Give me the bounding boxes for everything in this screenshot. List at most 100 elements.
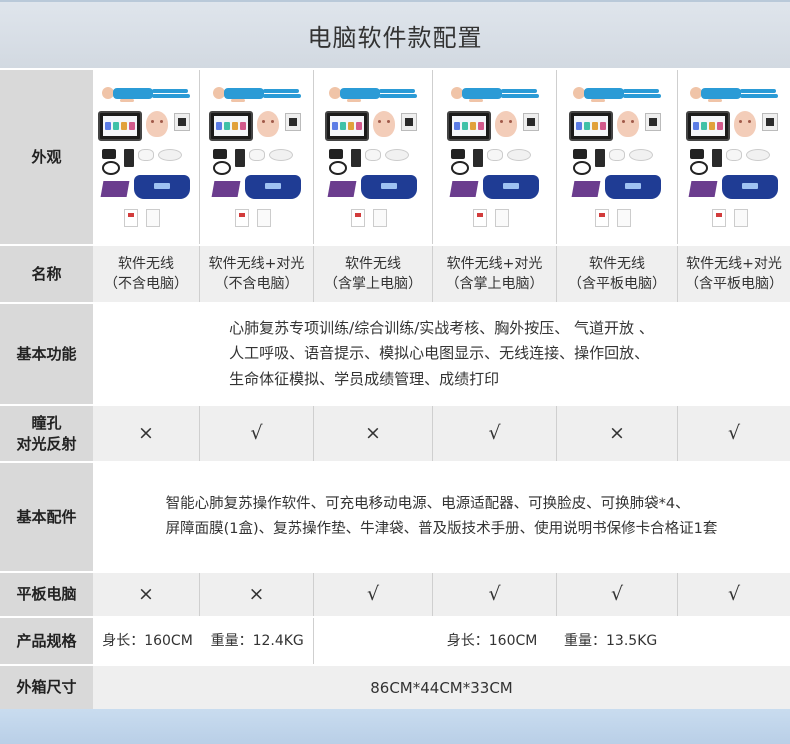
box-size-value: 86CM*44CM*33CM bbox=[370, 678, 513, 697]
lung-bag-icon bbox=[506, 149, 531, 161]
face-skin-icon bbox=[146, 111, 168, 137]
row-box-size: 外箱尺寸 86CM*44CM*33CM bbox=[0, 666, 790, 709]
face-mask-icon bbox=[138, 149, 154, 161]
basic-function-line-3: 生命体征模拟、学员成绩管理、成绩打印 bbox=[229, 369, 500, 388]
battery-icon bbox=[124, 149, 134, 167]
manual-icon bbox=[351, 209, 365, 227]
product-image-3 bbox=[313, 70, 432, 244]
cable-icon bbox=[102, 161, 120, 175]
label-tablet: 平板电脑 bbox=[0, 573, 93, 616]
warranty-card-icon bbox=[146, 209, 160, 227]
cpr-mat-icon bbox=[327, 181, 357, 197]
manual-icon bbox=[712, 209, 726, 227]
charger-icon bbox=[690, 149, 704, 159]
manual-icon bbox=[234, 209, 249, 227]
carry-bag-icon bbox=[605, 175, 661, 199]
cable-icon bbox=[212, 161, 231, 175]
battery-icon bbox=[472, 149, 483, 167]
face-skin-icon bbox=[256, 111, 279, 137]
bottom-background bbox=[0, 709, 790, 744]
row-name: 名称 软件无线（不含电脑） 软件无线+对光（不含电脑） 软件无线（含掌上电脑） … bbox=[0, 246, 790, 302]
pupil-mark-4: √ bbox=[432, 406, 556, 461]
face-skin-icon bbox=[494, 111, 517, 137]
basic-function-text: 心肺复苏专项训练/综合训练/实战考核、胸外按压、 气道开放 、 人工呼吸、语音提… bbox=[93, 304, 790, 404]
model-name-2: 软件无线+对光（不含电脑） bbox=[199, 246, 313, 302]
manual-icon bbox=[472, 209, 487, 227]
row-tablet: 平板电脑 × × √ √ √ √ bbox=[0, 573, 790, 616]
basic-function-line-2: 人工呼吸、语音提示、模拟心电图显示、无线连接、操作回放、 bbox=[229, 344, 650, 363]
cable-icon bbox=[329, 161, 347, 175]
power-bank-icon bbox=[522, 113, 539, 131]
mannequin-icon bbox=[450, 87, 539, 102]
tablet-icon bbox=[446, 111, 491, 141]
pupil-mark-1: × bbox=[93, 406, 199, 461]
tablet-icon bbox=[325, 111, 369, 141]
product-image-1 bbox=[93, 70, 199, 244]
pupil-mark-3: × bbox=[313, 406, 432, 461]
tablet-icon bbox=[569, 111, 613, 141]
lung-bag-icon bbox=[746, 149, 770, 161]
carry-bag-icon bbox=[134, 175, 190, 199]
product-illustration bbox=[684, 77, 784, 237]
face-mask-icon bbox=[248, 149, 265, 161]
product-image-5 bbox=[556, 70, 677, 244]
label-box-size: 外箱尺寸 bbox=[0, 666, 93, 709]
product-image-6 bbox=[677, 70, 790, 244]
cpr-mat-icon bbox=[688, 181, 718, 197]
tablet-mark-2: × bbox=[199, 573, 313, 616]
warranty-card-icon bbox=[373, 209, 387, 227]
product-illustration bbox=[96, 77, 196, 237]
row-spec: 产品规格 身长：160CM 重量：12.4KG 身长：160CM 重量：13.5… bbox=[0, 618, 790, 664]
warranty-card-icon bbox=[494, 209, 509, 227]
charger-icon bbox=[212, 149, 227, 159]
label-basic-function: 基本功能 bbox=[0, 304, 93, 404]
product-illustration bbox=[567, 77, 667, 237]
tablet-icon bbox=[98, 111, 142, 141]
power-bank-icon bbox=[645, 113, 661, 131]
model-name-1: 软件无线（不含电脑） bbox=[93, 246, 199, 302]
mannequin-icon bbox=[573, 87, 661, 102]
product-illustration bbox=[445, 77, 545, 237]
lung-bag-icon bbox=[629, 149, 653, 161]
pupil-mark-2: √ bbox=[199, 406, 313, 461]
cpr-mat-icon bbox=[100, 181, 130, 197]
label-appearance: 外观 bbox=[0, 70, 93, 244]
basic-function-line-1: 心肺复苏专项训练/综合训练/实战考核、胸外按压、 气道开放 、 bbox=[229, 318, 654, 337]
cable-icon bbox=[573, 161, 591, 175]
manual-icon bbox=[595, 209, 609, 227]
cable-icon bbox=[690, 161, 708, 175]
label-spec: 产品规格 bbox=[0, 618, 93, 664]
pupil-mark-6: √ bbox=[677, 406, 790, 461]
accessories-line-1: 智能心肺复苏操作软件、可充电移动电源、电源适配器、可换脸皮、可换肺袋*4、 bbox=[165, 496, 690, 513]
face-skin-icon bbox=[617, 111, 639, 137]
tablet-mark-1: × bbox=[93, 573, 199, 616]
charger-icon bbox=[573, 149, 587, 159]
product-illustration bbox=[323, 77, 423, 237]
battery-icon bbox=[712, 149, 722, 167]
row-appearance: 外观 bbox=[0, 70, 790, 244]
model-name-5: 软件无线（含平板电脑） bbox=[556, 246, 677, 302]
tablet-mark-3: √ bbox=[313, 573, 432, 616]
page-title: 电脑软件款配置 bbox=[0, 0, 790, 68]
tablet-icon bbox=[208, 111, 253, 141]
row-accessories: 基本配件 智能心肺复苏操作软件、可充电移动电源、电源适配器、可换脸皮、可换肺袋*… bbox=[0, 463, 790, 571]
mannequin-icon bbox=[329, 87, 417, 102]
warranty-card-icon bbox=[617, 209, 631, 227]
pupil-cells: × √ × √ × √ bbox=[93, 406, 790, 461]
power-bank-icon bbox=[284, 113, 301, 131]
model-name-3: 软件无线（含掌上电脑） bbox=[313, 246, 432, 302]
battery-icon bbox=[351, 149, 361, 167]
product-image-4 bbox=[432, 70, 556, 244]
face-mask-icon bbox=[609, 149, 625, 161]
spec-right: 身长：160CM 重量：13.5KG bbox=[313, 618, 790, 664]
pupil-mark-5: × bbox=[556, 406, 677, 461]
warranty-card-icon bbox=[734, 209, 748, 227]
carry-bag-icon bbox=[722, 175, 778, 199]
label-name: 名称 bbox=[0, 246, 93, 302]
manual-icon bbox=[124, 209, 138, 227]
carry-bag-icon bbox=[361, 175, 417, 199]
charger-icon bbox=[102, 149, 116, 159]
charger-icon bbox=[329, 149, 343, 159]
row-pupil-reflex: 瞳孔 对光反射 × √ × √ × √ bbox=[0, 406, 790, 461]
face-mask-icon bbox=[365, 149, 381, 161]
